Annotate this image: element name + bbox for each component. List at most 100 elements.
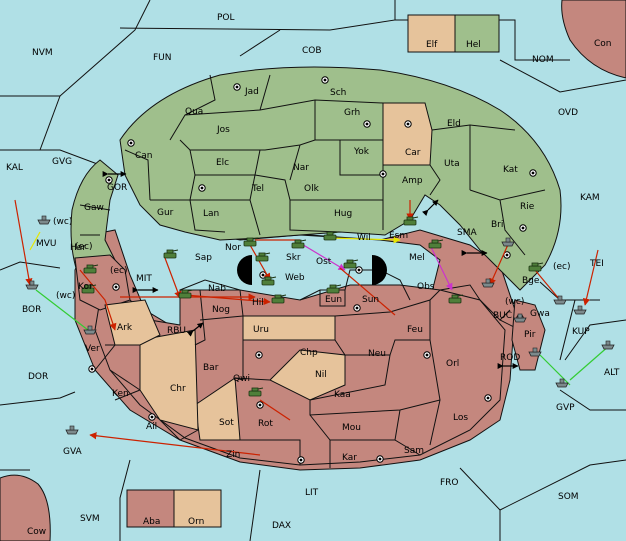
sea-label-rbu: RBU xyxy=(167,326,186,336)
sea-label-kup: KUP xyxy=(572,327,590,337)
sea-label-pol: POL xyxy=(217,13,235,23)
province-label-zin: Zin xyxy=(226,450,240,460)
legend-elf-label: Elf xyxy=(426,40,438,50)
province-label-bri: Bri xyxy=(491,220,503,230)
province-label-sam: Sam xyxy=(404,446,424,456)
sea-label-cow: Cow xyxy=(27,527,46,537)
province-label-skr: Skr xyxy=(286,253,301,263)
province-label-uru: Uru xyxy=(253,325,269,335)
province-cow[interactable] xyxy=(0,474,51,541)
sea-label-wc2: (wc) xyxy=(505,297,524,307)
province-label-kor: Kor xyxy=(78,282,93,292)
legend-hel-swatch xyxy=(454,14,500,53)
province-label-her: Her xyxy=(70,243,86,253)
sea-label-bor: BOR xyxy=(22,305,41,315)
sea-label-fun: FUN xyxy=(153,53,172,63)
province-chr[interactable] xyxy=(139,329,199,431)
sea-label-dax: DAX xyxy=(272,521,291,531)
province-label-bge: Bge xyxy=(522,276,540,286)
province-label-nil: Nil xyxy=(315,370,327,380)
sea-label-nvm: NVM xyxy=(32,48,53,58)
legend-elf-swatch xyxy=(407,14,456,53)
province-label-esm: Esm xyxy=(389,231,408,241)
province-label-lan: Lan xyxy=(203,209,219,219)
province-label-jad: Jad xyxy=(244,87,259,97)
legend-hel-label: Hel xyxy=(466,40,481,50)
province-label-kat: Kat xyxy=(503,165,518,175)
sea-label-sma: SMA xyxy=(457,228,477,238)
province-label-uta: Uta xyxy=(444,159,460,169)
province-label-nog: Nog xyxy=(212,305,230,315)
province-label-eun: Eun xyxy=(325,295,342,305)
sea-label-ec3: (ec) xyxy=(75,242,93,252)
sea-labels: POL NVM FUN COB NOM Con OVD KAL GVG GOR … xyxy=(6,13,620,537)
province-label-sot: Sot xyxy=(219,418,234,428)
province-label-nor: Nor xyxy=(225,243,241,253)
province-label-olk: Olk xyxy=(304,184,320,194)
province-label-rie: Rie xyxy=(520,202,535,212)
province-label-los: Los xyxy=(453,413,468,423)
province-con[interactable] xyxy=(561,0,626,79)
sea-label-con: Con xyxy=(594,39,612,49)
sea-label-ovd: OVD xyxy=(558,108,578,118)
province-label-jos: Jos xyxy=(216,125,230,135)
province-label-hil: Hil xyxy=(252,298,264,308)
province-label-mou: Mou xyxy=(342,423,361,433)
province-label-neu: Neu xyxy=(368,349,386,359)
province-label-obs: Obs xyxy=(417,282,435,292)
sea-label-kal: KAL xyxy=(6,163,23,173)
province-label-gwa: Gwa xyxy=(530,309,550,319)
sea-label-ec2: (ec) xyxy=(110,266,128,276)
province-label-kaa: Kaa xyxy=(334,390,351,400)
sea-label-wc1: (wc) xyxy=(53,217,72,227)
impassable-west xyxy=(237,255,252,285)
legend-aba-swatch xyxy=(126,489,175,528)
province-label-ken: Ken xyxy=(112,389,129,399)
province-label-hug: Hug xyxy=(334,209,352,219)
impassable-east xyxy=(372,255,387,285)
province-label-grh: Grh xyxy=(344,108,360,118)
province-ark[interactable] xyxy=(104,299,161,346)
legend-aba-label: Aba xyxy=(143,517,160,527)
legend-orn-swatch xyxy=(173,489,222,528)
south-province-borders xyxy=(94,269,521,468)
province-label-pir: Pir xyxy=(524,330,536,340)
province-label-ail: Ail xyxy=(146,422,157,432)
sea-label-gva: GVA xyxy=(63,447,83,457)
province-label-rot: Rot xyxy=(258,419,273,429)
province-label-elc: Elc xyxy=(216,158,229,168)
sea-label-ec1: (ec) xyxy=(553,262,571,272)
north-province-borders xyxy=(79,74,546,256)
province-label-feu: Feu xyxy=(407,325,423,335)
sea-label-nom: NOM xyxy=(532,55,554,65)
sea-label-dor: DOR xyxy=(28,372,48,382)
legend-orn-label: Orn xyxy=(188,517,204,527)
passage-arrows xyxy=(102,171,519,369)
sea-label-mvu: MVU xyxy=(36,239,57,249)
province-label-amp: Amp xyxy=(402,176,423,186)
province-label-ost: Ost xyxy=(316,257,332,267)
province-label-sun: Sun xyxy=(362,295,379,305)
province-label-qwi: Qwi xyxy=(233,374,250,384)
province-label-nar: Nar xyxy=(293,163,309,173)
sea-label-gor: GOR xyxy=(107,183,127,193)
province-label-chp: Chp xyxy=(300,348,318,358)
province-nil[interactable] xyxy=(269,349,346,401)
province-label-bar: Bar xyxy=(203,363,219,373)
province-label-eld: Eld xyxy=(447,119,461,129)
province-label-can: Can xyxy=(135,151,153,161)
sea-label-alt: ALT xyxy=(604,368,620,378)
province-label-qua: Qua xyxy=(185,107,203,117)
province-label-gaw: Gaw xyxy=(84,203,104,213)
sea-label-mit: MIT xyxy=(136,274,152,284)
province-label-chr: Chr xyxy=(170,384,186,394)
sea-label-rod: ROD xyxy=(500,353,520,363)
sea-label-wc3: (wc) xyxy=(56,291,75,301)
sea-label-svm: SVM xyxy=(80,514,100,524)
sea-label-fro: FRO xyxy=(440,478,459,488)
province-label-ver: Ver xyxy=(85,344,100,354)
province-label-nab: Nab xyxy=(208,284,226,294)
sea-label-gvp: GVP xyxy=(556,403,575,413)
province-label-mel: Mel xyxy=(409,253,425,263)
